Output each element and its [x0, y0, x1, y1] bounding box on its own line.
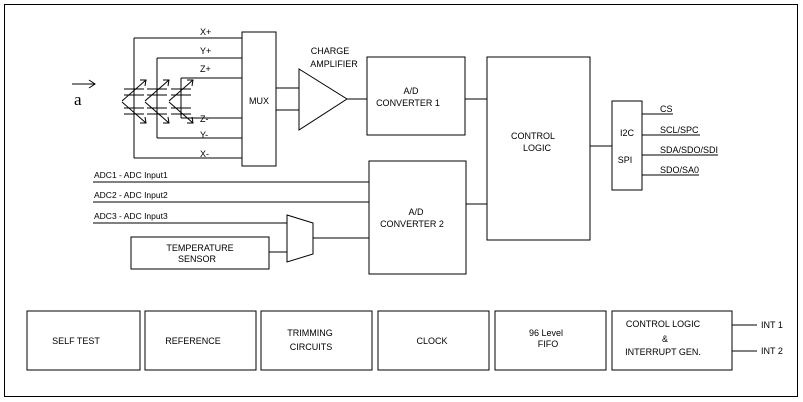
self-test-label: SELF TEST — [52, 336, 100, 346]
temperature-sensor-label-line2: SENSOR — [178, 254, 217, 264]
adc1-block — [366, 56, 466, 136]
input-arrow-head — [88, 79, 96, 89]
interrupt-generator-block — [611, 310, 733, 371]
adc2-label-line2: CONVERTER 2 — [380, 219, 444, 229]
self-test-block — [26, 310, 141, 371]
adc2-label-line1: A/D — [408, 207, 424, 217]
adc1-label-line1: A/D — [403, 86, 419, 96]
axis-label-x-plus: X+ — [200, 27, 211, 37]
adc-input-3-label: ADC3 - ADC Input3 — [94, 211, 168, 221]
control-logic-label-line1: CONTROL — [511, 131, 555, 141]
adc-input-lines — [93, 181, 369, 224]
charge-amplifier-label-line1: CHARGE — [311, 46, 350, 56]
trimming-circuits-block — [260, 310, 373, 371]
pin-sda-sdo-sdi: SDA/SDO/SDI — [660, 145, 718, 155]
adc-input-1-label: ADC1 - ADC Input1 — [94, 170, 168, 180]
mux-block — [241, 31, 277, 167]
interrupt-label-line1: CONTROL LOGIC — [626, 319, 701, 329]
mux-label: MUX — [249, 96, 269, 106]
control-logic-label-line2: LOGIC — [523, 143, 552, 153]
adc-input-2-label: ADC2 - ADC Input2 — [94, 190, 168, 200]
pin-cs: CS — [660, 104, 673, 114]
sensing-capacitors — [121, 38, 194, 158]
int2-label: INT 2 — [761, 346, 783, 356]
interrupt-label-line3: INTERRUPT GEN. — [625, 347, 701, 357]
axis-label-y-minus: Y- — [200, 130, 208, 140]
interface-pin-lines — [642, 113, 718, 176]
clock-label: CLOCK — [416, 336, 447, 346]
acceleration-input: a — [72, 79, 96, 109]
adc2-block — [368, 160, 467, 275]
fifo-label-line1: 96 Level — [529, 328, 563, 338]
pin-scl-spc: SCL/SPC — [660, 125, 699, 135]
int1-label: INT 1 — [761, 320, 783, 330]
axis-label-y-plus: Y+ — [200, 46, 211, 56]
trimming-label-line1: TRIMMING — [287, 328, 333, 338]
pin-sdo-sa0: SDO/SA0 — [660, 165, 699, 175]
charge-amplifier — [298, 68, 348, 131]
analog-mux — [286, 214, 314, 263]
reference-block — [144, 310, 257, 371]
spi-label: SPI — [618, 155, 633, 165]
acceleration-label: a — [74, 90, 82, 109]
temperature-sensor-block — [130, 236, 270, 270]
axis-lines — [134, 37, 242, 159]
interrupt-lines — [732, 324, 757, 352]
fifo-label-line2: FIFO — [538, 339, 559, 349]
axis-label-x-minus: X- — [200, 149, 209, 159]
interface-block — [611, 100, 643, 191]
outer-frame — [4, 4, 798, 397]
axis-label-z-minus: Z- — [200, 114, 209, 124]
i2c-label: I2C — [620, 128, 635, 138]
adc1-label-line2: CONVERTER 1 — [376, 98, 440, 108]
fifo-block — [494, 310, 607, 371]
axis-label-z-plus: Z+ — [200, 64, 211, 74]
control-logic-block — [486, 56, 591, 241]
clock-block — [377, 310, 490, 371]
charge-amplifier-label-line2: AMPLIFIER — [310, 59, 358, 69]
interrupt-label-line2: & — [662, 334, 668, 344]
reference-label: REFERENCE — [165, 336, 221, 346]
trimming-label-line2: CIRCUITS — [290, 342, 333, 352]
temperature-sensor-label-line1: TEMPERATURE — [166, 243, 233, 253]
